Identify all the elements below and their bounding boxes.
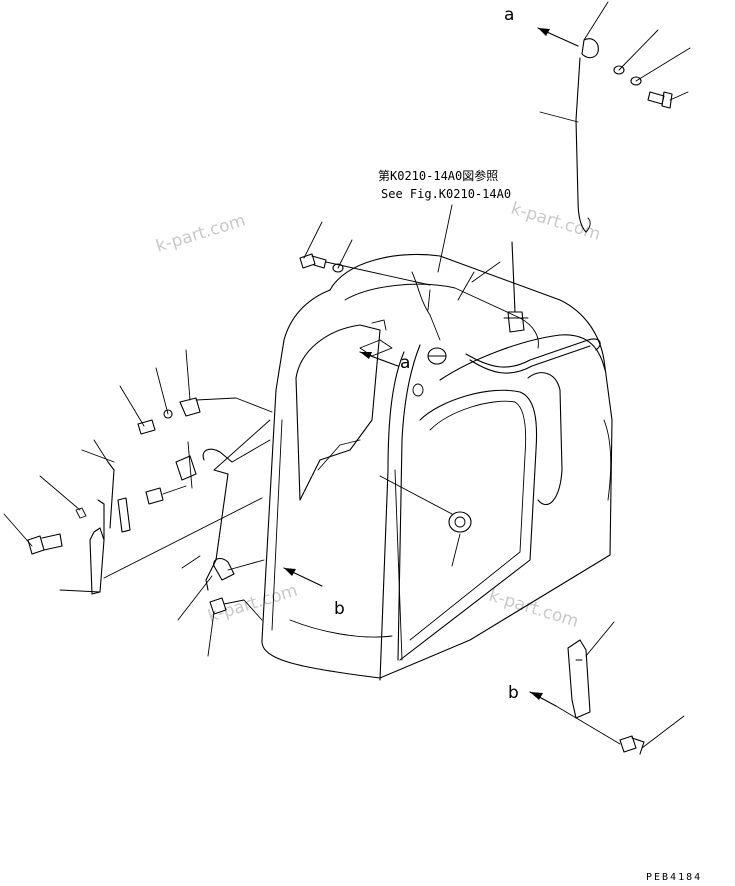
reference-note-en: See Fig.K0210-14A0 — [381, 187, 511, 201]
left-side-parts — [3, 349, 273, 657]
cab-body — [261, 253, 613, 681]
roof-components — [411, 241, 601, 397]
callout-b-cab: b — [334, 599, 345, 619]
figure-code: PEB4184 — [646, 872, 702, 883]
reference-note-jp: 第K0210-14A0図参照 — [378, 168, 498, 183]
grommet — [379, 475, 472, 567]
arrow-b-cab — [283, 567, 323, 587]
watermark-text: k-part.com — [487, 586, 581, 632]
callout-a-cab: a — [400, 353, 410, 373]
watermark-text: k-part.com — [154, 211, 248, 257]
watermark-text: k-part.com — [206, 581, 300, 627]
detail-a-lamp-assembly — [537, 1, 691, 233]
watermark-text: k-part.com — [509, 199, 603, 245]
roof-fasteners — [299, 204, 501, 301]
detail-b-bracket — [529, 621, 685, 755]
callout-a-detail: a — [504, 5, 514, 25]
callout-b-detail: b — [508, 683, 519, 703]
arrow-a-cab — [359, 351, 399, 367]
